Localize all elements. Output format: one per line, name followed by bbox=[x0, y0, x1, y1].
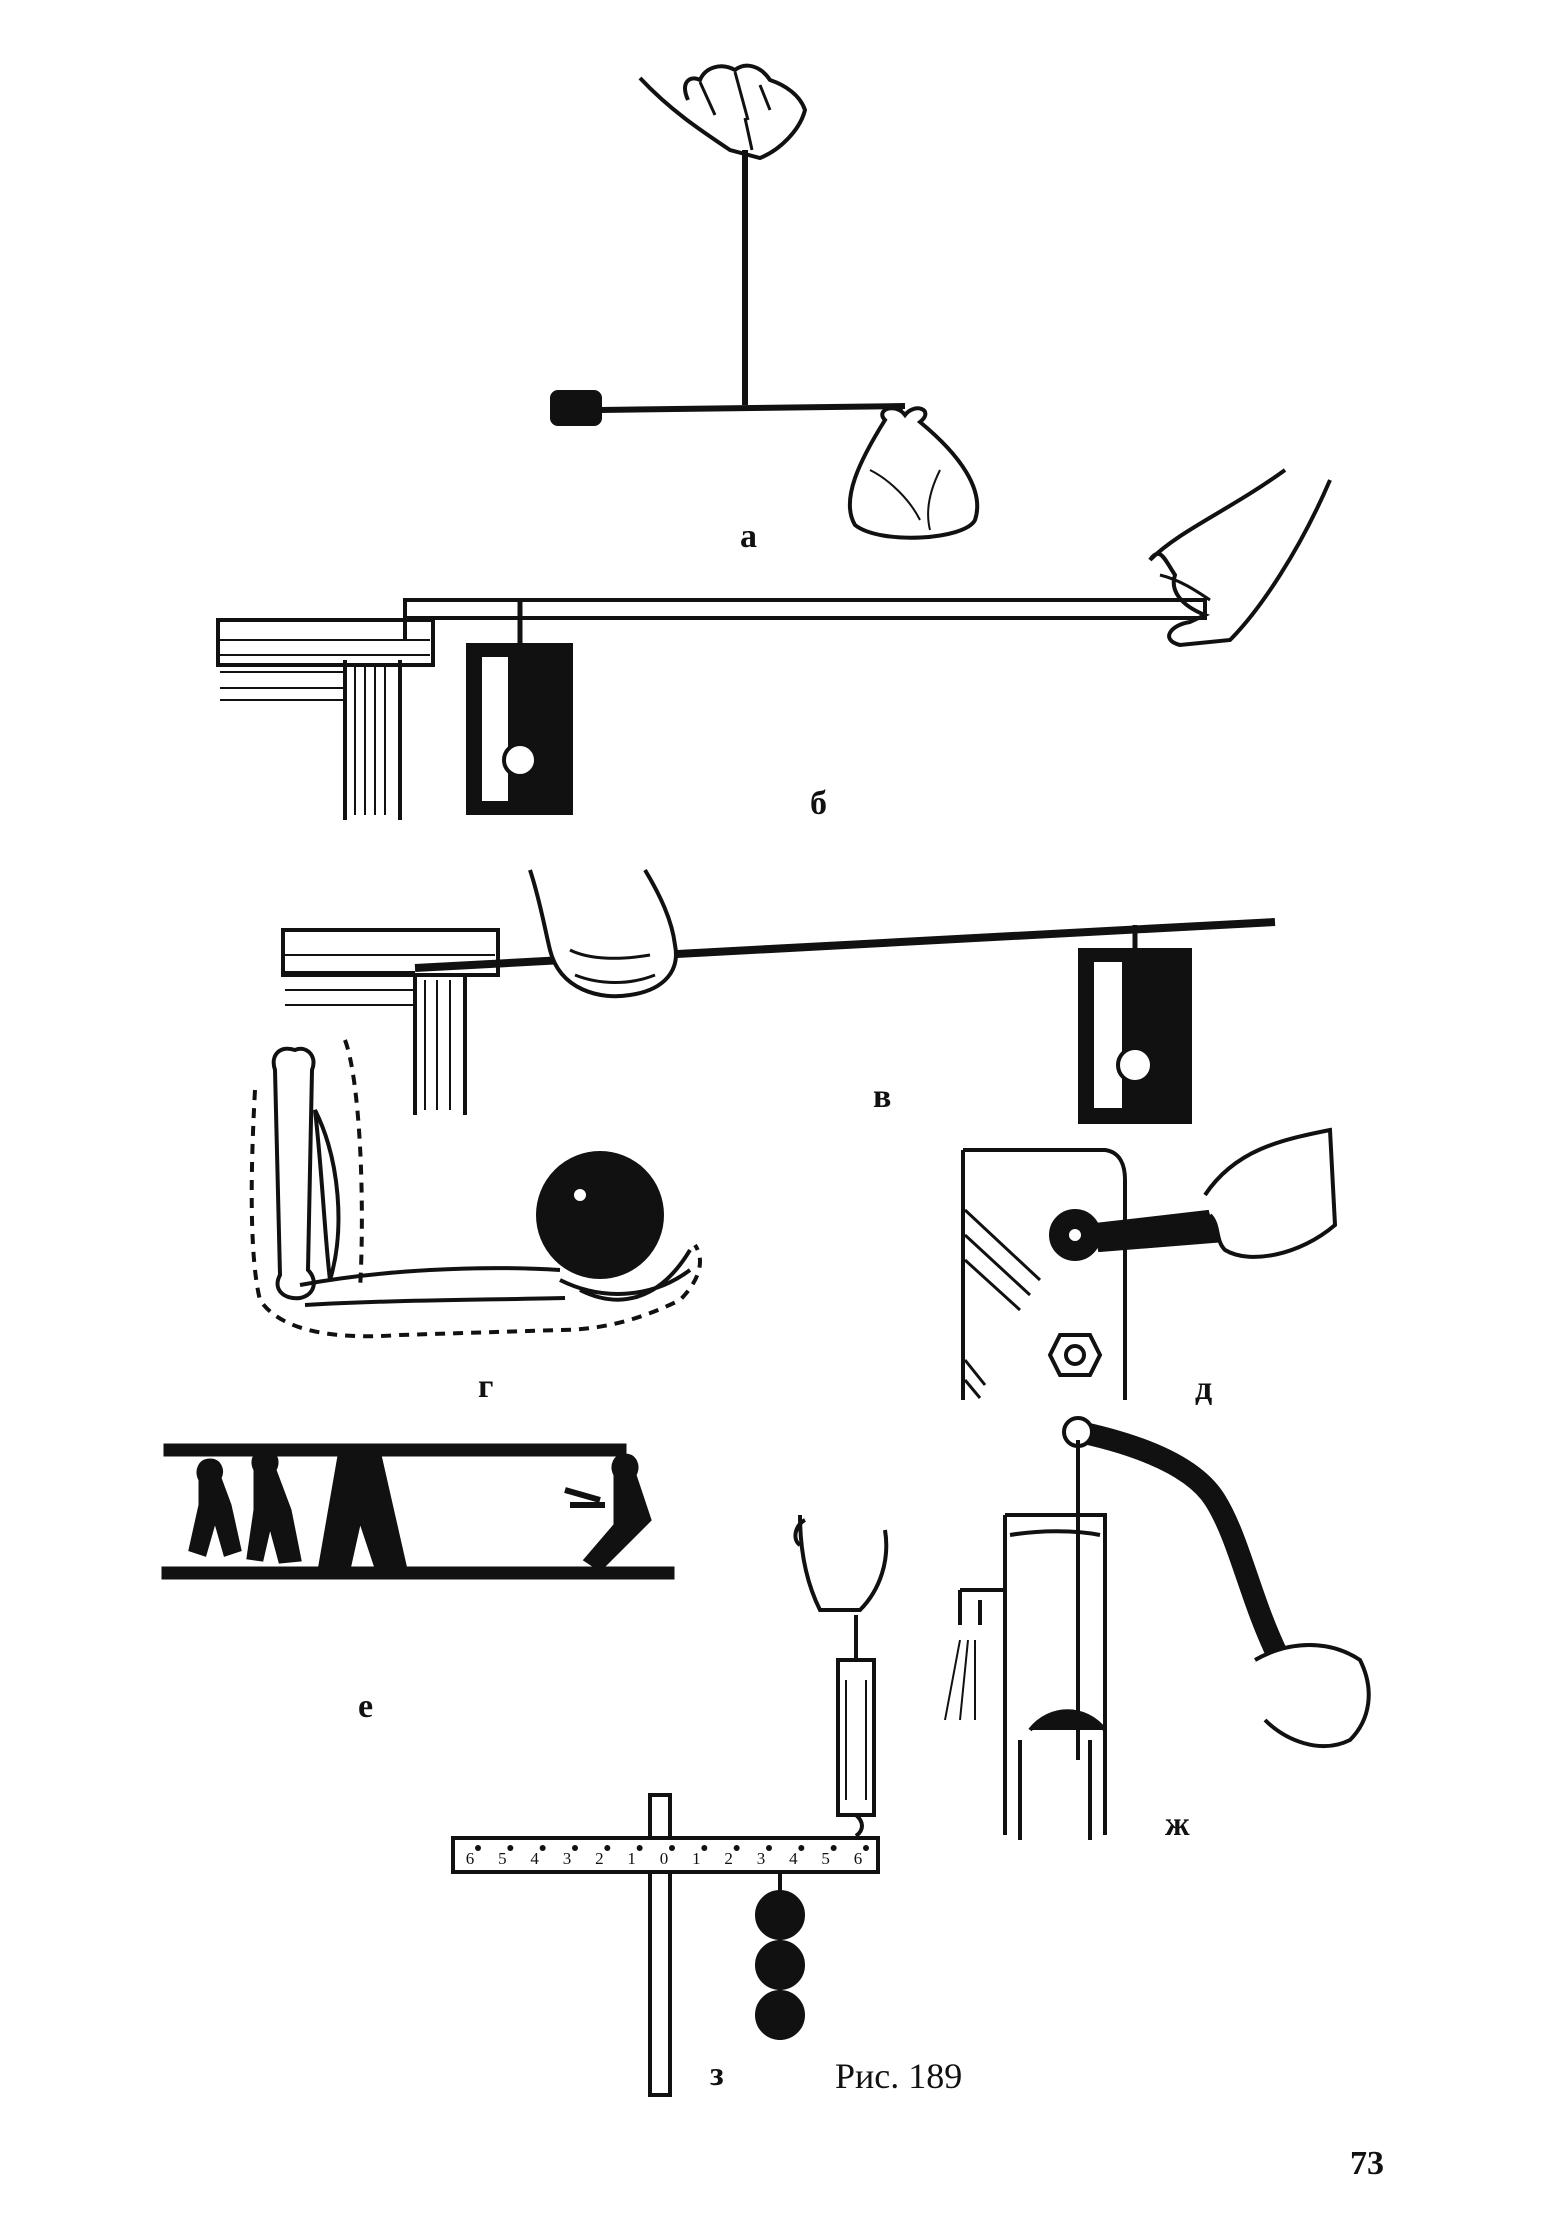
ruler-tick-label: 6 bbox=[854, 1849, 863, 1868]
panel-label-v: в bbox=[873, 1078, 892, 1115]
ruler-tick-dot bbox=[507, 1845, 514, 1851]
ruler-tick-label: 2 bbox=[595, 1849, 604, 1868]
panel-label-d: д bbox=[1195, 1370, 1213, 1407]
ruler-tick-dot bbox=[604, 1845, 611, 1851]
ruler-tick-label: 5 bbox=[821, 1849, 830, 1868]
panel-b-drawing bbox=[216, 468, 1332, 820]
panel-e-drawing bbox=[161, 1443, 675, 1580]
ruler-tick-label: 4 bbox=[789, 1849, 798, 1868]
panel-z-drawing bbox=[451, 1514, 889, 2097]
ruler-tick-label: 3 bbox=[563, 1849, 572, 1868]
ruler-tick-label: 6 bbox=[466, 1849, 475, 1868]
ruler-tick-dot bbox=[733, 1845, 740, 1851]
panel-label-e: е bbox=[358, 1688, 374, 1725]
ruler-tick-dot bbox=[830, 1845, 837, 1851]
ruler-tick-label: 1 bbox=[627, 1849, 636, 1868]
ruler-tick-dot bbox=[669, 1845, 675, 1851]
panel-label-z: з bbox=[710, 2056, 724, 2093]
panel-label-a: а bbox=[740, 518, 757, 555]
ruler-tick-label: 2 bbox=[724, 1849, 733, 1868]
ruler-tick-dot bbox=[636, 1845, 643, 1851]
ruler-tick-dot bbox=[766, 1845, 772, 1851]
ruler-tick-dot bbox=[572, 1845, 578, 1851]
ruler-tick-dot bbox=[863, 1845, 869, 1851]
page-number: 73 bbox=[1350, 2145, 1384, 2182]
ruler-tick-dot bbox=[798, 1845, 805, 1851]
ruler-tick-label: 0 bbox=[660, 1849, 669, 1868]
panel-zh-drawing bbox=[944, 1416, 1371, 1840]
panel-g-drawing bbox=[249, 1039, 702, 1339]
ruler-tick-label: 1 bbox=[692, 1849, 701, 1868]
panel-v-drawing bbox=[281, 868, 1276, 1124]
ruler-tick-dot bbox=[475, 1845, 481, 1851]
ruler-tick-labels: 6 5 4 3 2 1 0 1 2 3 4 5 6 bbox=[466, 1845, 869, 1868]
panel-d-drawing bbox=[961, 1127, 1338, 1400]
ruler-tick-dot bbox=[701, 1845, 708, 1851]
ruler-tick-dot bbox=[539, 1845, 546, 1851]
figure-caption: Рис. 189 bbox=[835, 2056, 963, 2096]
panel-a-drawing bbox=[550, 63, 980, 540]
panel-label-g: г bbox=[478, 1368, 494, 1405]
ruler-tick-label: 3 bbox=[757, 1849, 766, 1868]
panel-label-zh: ж bbox=[1165, 1806, 1190, 1843]
panel-label-b: б bbox=[810, 785, 827, 822]
ruler-tick-label: 5 bbox=[498, 1849, 507, 1868]
ruler-tick-label: 4 bbox=[530, 1849, 539, 1868]
